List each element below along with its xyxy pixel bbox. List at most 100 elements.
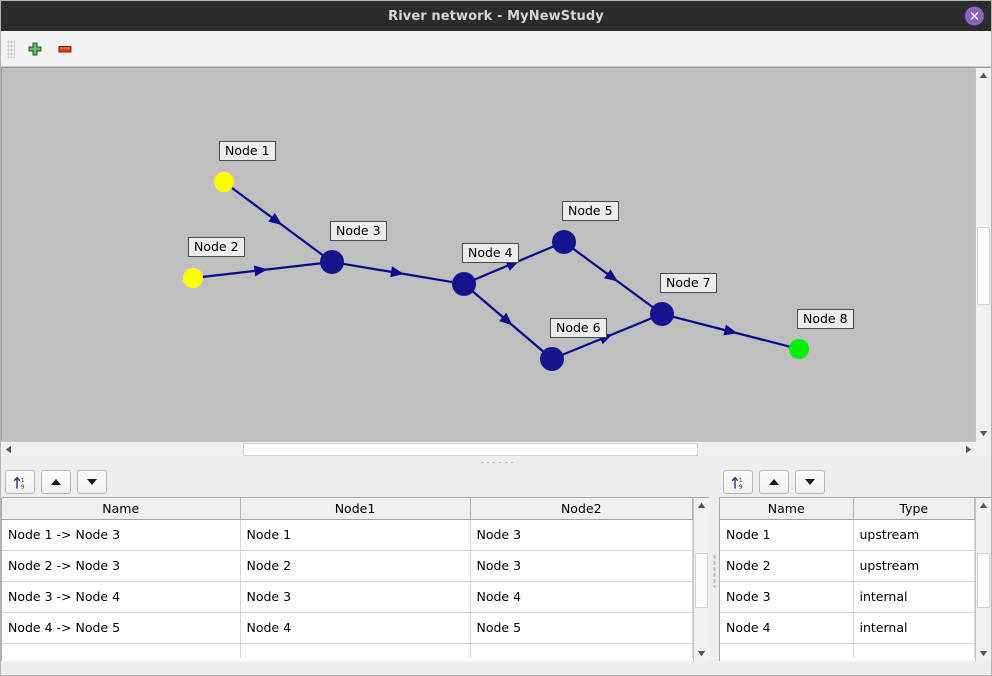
close-icon[interactable] [965, 6, 984, 26]
table-cell[interactable]: Node 1 [240, 519, 471, 551]
table-cell[interactable]: Node 5 [470, 612, 693, 644]
graph-node-label[interactable]: Node 1 [219, 141, 276, 161]
canvas-hscroll-thumb[interactable] [242, 443, 699, 456]
plus-icon [28, 42, 42, 55]
graph-node-node-1[interactable] [214, 172, 234, 192]
table-cell[interactable]: Node 4 [470, 581, 693, 613]
column-header[interactable]: Node2 [470, 498, 693, 520]
scroll-down-button[interactable] [976, 426, 991, 441]
graph-node-node-4[interactable] [452, 272, 476, 296]
minus-icon [58, 45, 72, 52]
table-cell[interactable]: Node 3 [470, 519, 693, 551]
scroll-left-button[interactable] [1, 442, 16, 457]
table-cell[interactable]: Node 3 -> Node 4 [2, 581, 241, 613]
scroll-up-button[interactable] [976, 68, 991, 83]
canvas-vscroll-thumb[interactable] [977, 227, 990, 305]
table-cell[interactable]: Node 3 [720, 581, 854, 613]
table-cell[interactable]: Node 2 [720, 550, 854, 582]
graph-node-label[interactable]: Node 5 [562, 201, 619, 221]
column-header[interactable]: Name [720, 498, 854, 520]
branches-move-down-button[interactable] [77, 470, 107, 494]
graph-node-node-3[interactable] [320, 250, 344, 274]
arrow-up-icon [769, 479, 779, 485]
table-cell[interactable]: Node 1 [720, 519, 854, 551]
nodes-vscroll-thumb[interactable] [977, 552, 990, 609]
graph-canvas[interactable]: Node 1 Node 2 Node 3 Node 4 Node 5 Node 6 Node… [1, 67, 975, 441]
nodes-move-up-button[interactable] [759, 470, 789, 494]
graph-edge-arrow [499, 312, 513, 326]
svg-text:1: 1 [739, 478, 743, 484]
branches-move-up-button[interactable] [41, 470, 71, 494]
canvas-horizontal-scrollbar[interactable] [1, 441, 976, 457]
graph-edge-arrow [390, 266, 404, 278]
table-cell[interactable]: internal [853, 581, 975, 613]
table-cell[interactable]: Node 1 -> Node 3 [2, 519, 241, 551]
graph-node-node-8[interactable] [789, 339, 809, 359]
toolbar-drag-handle[interactable] [7, 39, 15, 58]
graph-edge-arrow [253, 265, 268, 277]
graph-node-node-6[interactable] [540, 347, 564, 371]
table-cell[interactable]: upstream [853, 550, 975, 582]
table-cell[interactable]: Node 4 -> Node 5 [2, 612, 241, 644]
caret-up-icon [979, 72, 988, 78]
table-cell[interactable]: Node 4 [720, 612, 854, 644]
table-cell[interactable]: Node 2 [240, 550, 471, 582]
graph-node-label[interactable]: Node 4 [462, 243, 519, 263]
nodes-scroll-up-button[interactable] [976, 498, 991, 513]
column-header[interactable]: Node1 [240, 498, 471, 520]
table-cell[interactable]: Node 2 -> Node 3 [2, 550, 241, 582]
branches-vertical-scrollbar[interactable] [693, 498, 709, 661]
table-cell[interactable]: internal [853, 612, 975, 644]
graph-node-label[interactable]: Node 8 [797, 309, 854, 329]
table-cell [2, 643, 241, 658]
branches-sort-button[interactable]: 1 9 [5, 470, 35, 494]
nodes-scroll-down-button[interactable] [976, 646, 991, 661]
graph-node-node-7[interactable] [650, 302, 674, 326]
vertical-splitter[interactable] [709, 467, 719, 675]
graph-node-label[interactable]: Node 3 [330, 221, 387, 241]
table-cell[interactable]: Node 4 [240, 612, 471, 644]
nodes-vscroll-track[interactable] [976, 513, 991, 646]
canvas-vscroll-track[interactable] [976, 83, 991, 426]
caret-left-icon [5, 445, 11, 454]
scroll-right-button[interactable] [961, 442, 976, 457]
graph-node-node-2[interactable] [183, 268, 203, 288]
canvas-vertical-scrollbar[interactable] [975, 67, 991, 441]
canvas-hscroll-track[interactable] [16, 442, 961, 457]
nodes-move-down-button[interactable] [795, 470, 825, 494]
column-header[interactable]: Type [853, 498, 975, 520]
table-cell[interactable]: Node 3 [470, 550, 693, 582]
column-header[interactable]: Name [2, 498, 241, 520]
graph-node-label[interactable]: Node 2 [188, 237, 245, 257]
graph-node-label[interactable]: Node 7 [660, 273, 717, 293]
branches-vscroll-track[interactable] [694, 513, 709, 646]
branches-vscroll-thumb[interactable] [695, 552, 708, 609]
scrollbar-corner [976, 441, 991, 456]
graph-edge-arrow [505, 260, 520, 271]
graph-node-node-5[interactable] [552, 230, 576, 254]
table-cell [240, 643, 471, 658]
table-cell[interactable]: Node 3 [240, 581, 471, 613]
table-cell[interactable]: upstream [853, 519, 975, 551]
nodes-sort-button[interactable]: 1 9 [723, 470, 753, 494]
add-node-button[interactable] [20, 34, 50, 64]
nodes-vertical-scrollbar[interactable] [975, 498, 991, 661]
graph-node-label[interactable]: Node 6 [550, 318, 607, 338]
branches-scroll-down-button[interactable] [694, 646, 709, 661]
horizontal-splitter[interactable] [1, 457, 991, 467]
branches-scroll-up-button[interactable] [694, 498, 709, 513]
delete-node-button[interactable] [50, 34, 80, 64]
